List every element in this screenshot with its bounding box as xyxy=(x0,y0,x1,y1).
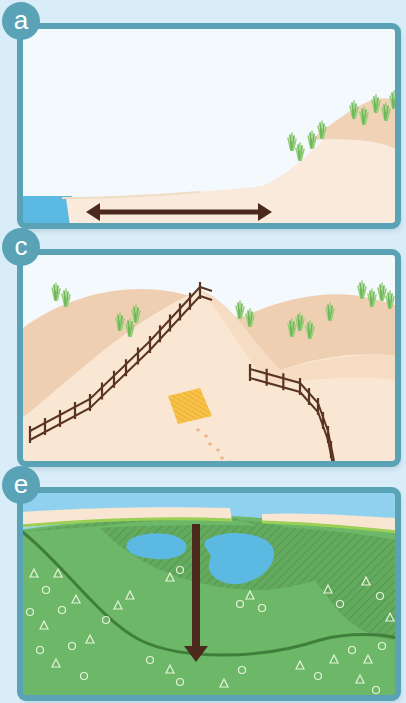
panel-letter: c xyxy=(15,233,28,259)
panel-c xyxy=(20,252,398,470)
dune-grass xyxy=(288,91,398,160)
vegetation-symbols xyxy=(27,567,395,694)
width-arrow xyxy=(86,203,272,221)
panel-letter: a xyxy=(14,7,28,33)
panel-e xyxy=(20,490,398,698)
depth-arrow xyxy=(184,524,208,662)
panel-letter: e xyxy=(14,471,28,497)
panel-letter-badge: e xyxy=(2,466,40,504)
panel-a xyxy=(20,26,398,226)
sand-fence xyxy=(30,282,334,464)
panel-letter-badge: a xyxy=(2,2,40,40)
panel-letter-badge: c xyxy=(2,228,40,266)
dune-grass xyxy=(52,281,394,338)
